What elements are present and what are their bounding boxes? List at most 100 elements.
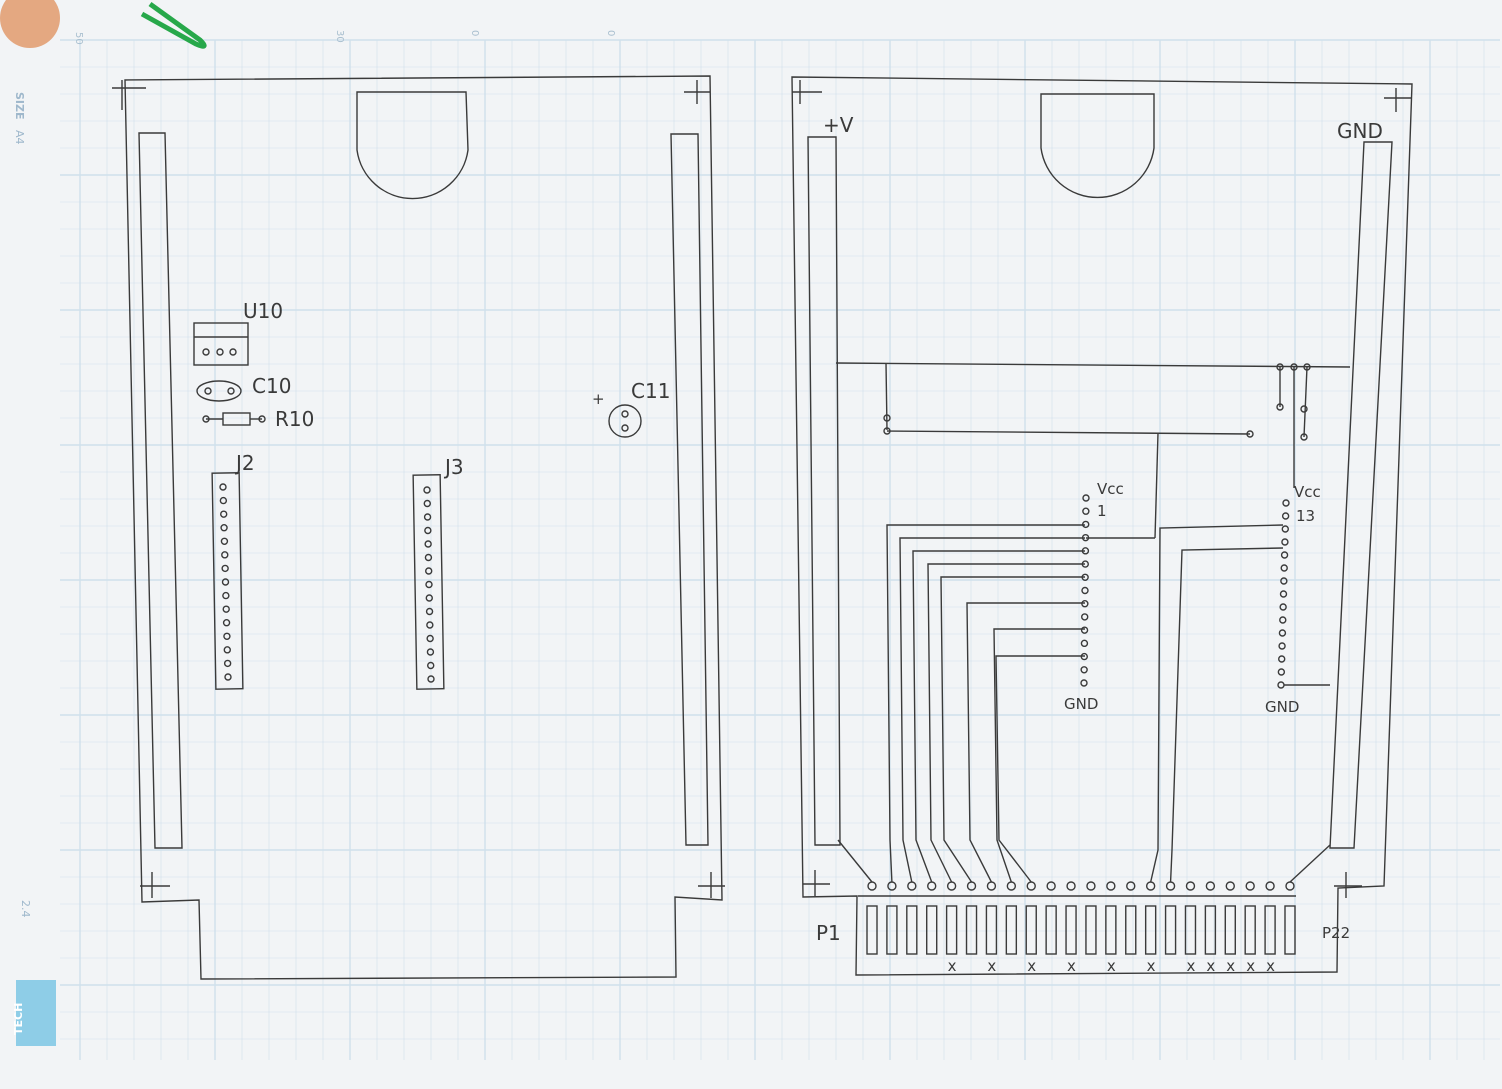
u10-body xyxy=(193,322,249,366)
edge-via xyxy=(1066,881,1076,891)
connector-b-pad xyxy=(1278,629,1287,637)
connector-b-pad xyxy=(1281,538,1289,546)
no-connect-mark: x xyxy=(1226,957,1235,975)
signal-trace xyxy=(1149,524,1284,883)
edge-via xyxy=(1205,881,1216,891)
connector-a-pad xyxy=(1081,533,1090,542)
connector-b-pads xyxy=(1277,499,1290,689)
component-c11 xyxy=(608,404,642,438)
edge-via xyxy=(966,881,977,891)
header-j2-pads xyxy=(219,483,232,681)
edge-via xyxy=(907,881,917,891)
connector-b-pad xyxy=(1278,642,1286,650)
fiducial-mark xyxy=(792,80,822,104)
edge-finger xyxy=(1204,905,1217,955)
paperclip-icon xyxy=(140,1,207,49)
edge-finger xyxy=(1144,905,1157,955)
gnd-rail xyxy=(1329,141,1393,849)
label-connector-a-gnd: GND xyxy=(1064,695,1098,713)
connector-a-pad xyxy=(1082,507,1090,515)
j2-pad xyxy=(223,632,231,640)
edge-via xyxy=(1145,881,1156,891)
j3-pad xyxy=(425,567,433,575)
edge-via xyxy=(927,881,937,891)
connector-a-pad xyxy=(1080,639,1089,648)
no-connect-mark: x xyxy=(1107,957,1116,975)
connector-a-pad xyxy=(1081,547,1090,555)
edge-tab-color xyxy=(16,980,56,1046)
edge-finger xyxy=(1045,905,1057,955)
fiducial-mark xyxy=(803,870,830,896)
edge-via xyxy=(1225,881,1235,891)
edge-finger xyxy=(1005,905,1018,955)
j2-pad xyxy=(221,578,230,586)
connector-a-pad xyxy=(1082,520,1090,529)
j3-pad xyxy=(424,526,432,535)
edge-via xyxy=(1245,881,1255,891)
j2-pad xyxy=(221,564,229,573)
no-connect-mark: x xyxy=(1246,957,1255,975)
left-board-left-slot xyxy=(138,132,183,849)
connector-a-pad xyxy=(1082,494,1090,502)
label-edge-last: P22 xyxy=(1322,924,1350,942)
graph-paper-grid xyxy=(60,39,1500,1060)
edge-via xyxy=(1106,881,1116,891)
no-connect-mark: x xyxy=(1206,957,1215,975)
edge-via xyxy=(1026,881,1036,891)
edge-finger xyxy=(1284,905,1296,955)
power-traces xyxy=(835,362,1351,686)
paper-size-label: SIZE xyxy=(13,92,26,120)
j2-pad xyxy=(223,646,231,654)
label-r10: R10 xyxy=(275,407,314,431)
edge-finger xyxy=(1105,905,1117,955)
component-r10 xyxy=(202,412,266,426)
connector-b-pad xyxy=(1277,681,1285,689)
connector-a-pad xyxy=(1081,573,1089,581)
label-u10: U10 xyxy=(243,299,283,323)
label-connector-b-gnd: GND xyxy=(1265,698,1299,716)
fiducial-mark xyxy=(1384,88,1412,112)
connector-b-pad xyxy=(1282,499,1290,507)
left-board-cutout xyxy=(356,91,469,200)
j2-pad xyxy=(220,524,228,532)
label-j2: J2 xyxy=(234,451,255,475)
j2-pad xyxy=(219,496,228,505)
edge-via xyxy=(867,881,877,891)
connector-b-pad xyxy=(1279,603,1287,611)
fiducial-mark xyxy=(112,80,146,110)
j3-pad xyxy=(424,553,433,562)
left-board-outline xyxy=(124,75,723,980)
signal-trace xyxy=(837,839,873,883)
connector-b-pad xyxy=(1280,564,1288,572)
signal-trace xyxy=(1169,547,1284,883)
label-plus-v: +V xyxy=(823,113,854,137)
label-c11: C11 xyxy=(631,379,670,403)
label-connector-a-pin1: 1 xyxy=(1097,502,1107,520)
left-board-right-slot xyxy=(670,133,709,846)
right-board xyxy=(791,76,1413,976)
label-c11-polarity: + xyxy=(592,390,605,408)
signal-trace xyxy=(966,602,1085,883)
edge-finger xyxy=(945,905,958,955)
signal-trace xyxy=(927,563,1085,883)
j2-pad xyxy=(220,510,228,518)
paper-margin: TECH SIZE A4 2.4 50 30 0 0 xyxy=(0,0,616,1046)
label-j3: J3 xyxy=(443,455,464,479)
no-connect-mark: x xyxy=(987,957,996,975)
connector-b-pad xyxy=(1280,551,1289,559)
edge-via xyxy=(1086,881,1096,891)
connector-a-pad xyxy=(1080,626,1089,634)
edge-via xyxy=(1165,881,1176,891)
label-connector-b-vcc: Vcc xyxy=(1294,483,1321,501)
connector-b-pad xyxy=(1279,590,1288,598)
left-board-labels: U10 C10 R10 C11 + J2 J3 xyxy=(234,299,670,479)
signal-trace xyxy=(995,655,1085,883)
j2-pad xyxy=(222,591,230,600)
j2-pad xyxy=(221,551,229,559)
connector-a-pads xyxy=(1080,494,1090,687)
no-connect-mark: x xyxy=(1186,957,1195,975)
edge-finger xyxy=(985,905,998,955)
signal-trace xyxy=(940,576,1085,883)
